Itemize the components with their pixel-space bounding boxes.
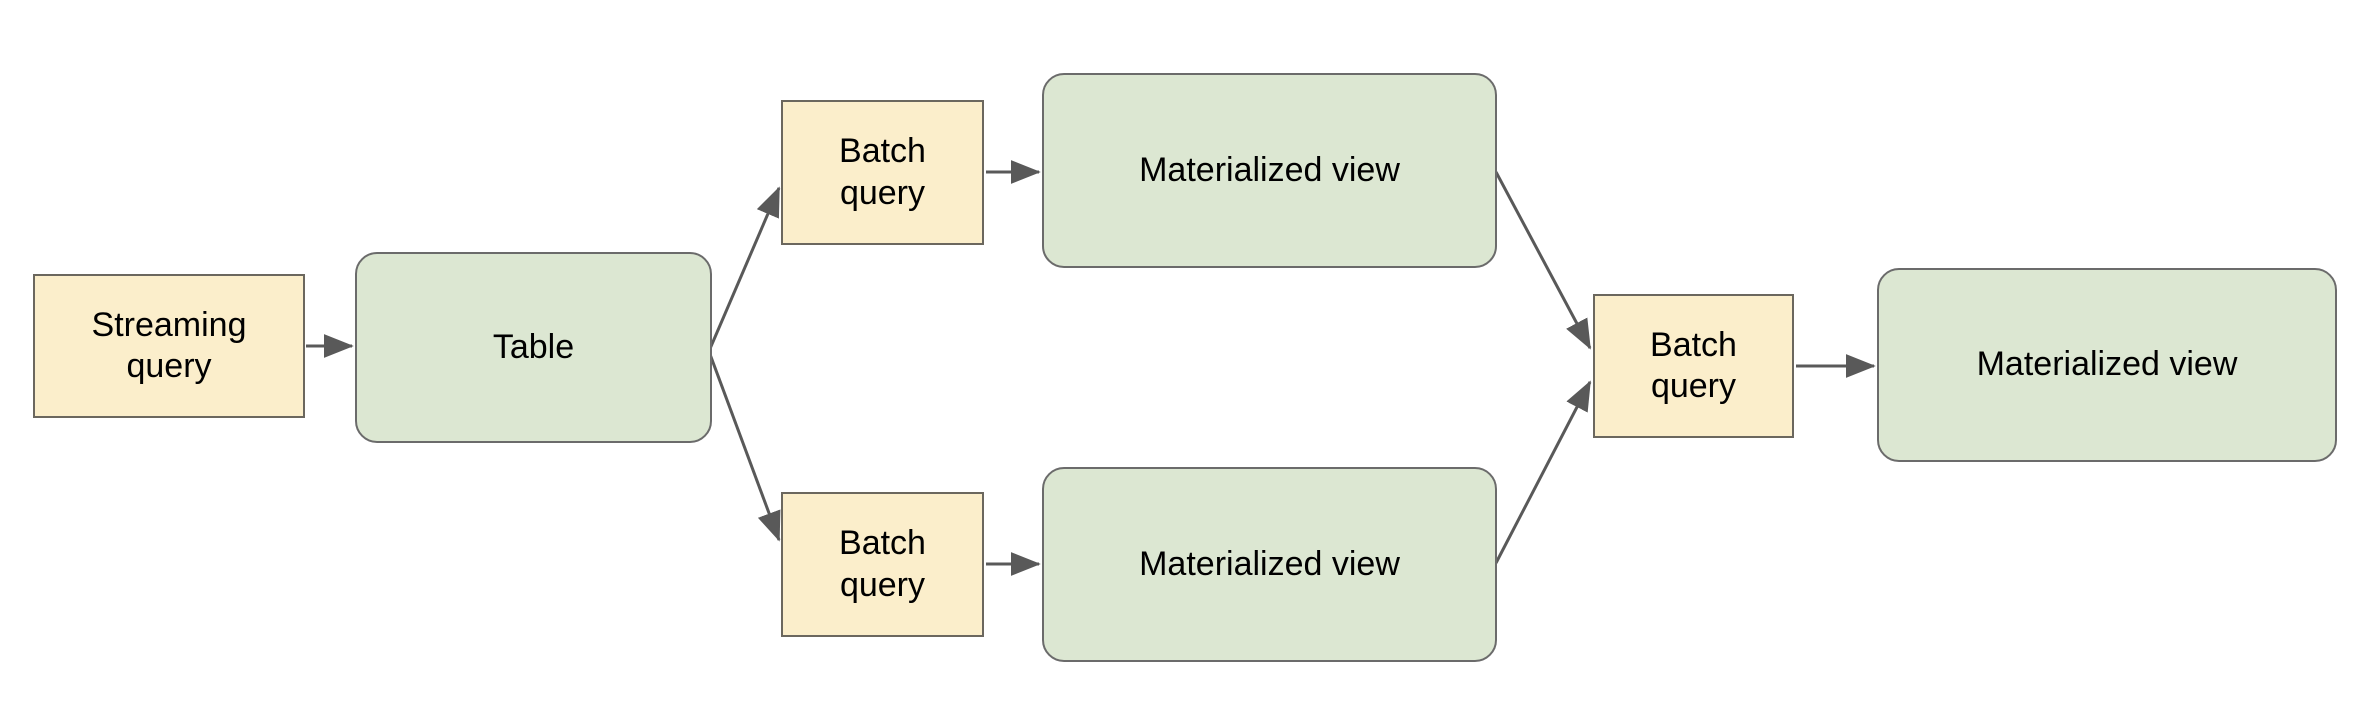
node-batch-query-top[interactable]: Batch query [781, 100, 984, 245]
node-batch-query-bottom[interactable]: Batch query [781, 492, 984, 637]
node-materialized-view-top-label: Materialized view [1139, 150, 1400, 189]
edge-view-bottom-to-batch-final [1494, 380, 1592, 564]
node-batch-query-top-label: Batch query [839, 132, 926, 212]
node-materialized-view-top[interactable]: Materialized view [1042, 73, 1497, 268]
node-materialized-view-final-label: Materialized view [1976, 345, 2238, 384]
node-table-label: Table [492, 327, 575, 366]
node-batch-query-final[interactable]: Batch query [1593, 294, 1794, 438]
node-materialized-view-bottom-label: Materialized view [1139, 544, 1400, 583]
edge-view-top-to-batch-final [1494, 171, 1592, 350]
node-materialized-view-final[interactable]: Materialized view [1877, 268, 2337, 462]
node-batch-query-bottom-label: Batch query [839, 524, 926, 604]
node-materialized-view-bottom[interactable]: Materialized view [1042, 467, 1497, 662]
node-table[interactable]: Table [355, 252, 712, 443]
node-streaming-query[interactable]: Streaming query [33, 274, 305, 418]
node-batch-query-final-label: Batch query [1650, 325, 1737, 405]
node-streaming-query-label: Streaming query [91, 305, 247, 385]
